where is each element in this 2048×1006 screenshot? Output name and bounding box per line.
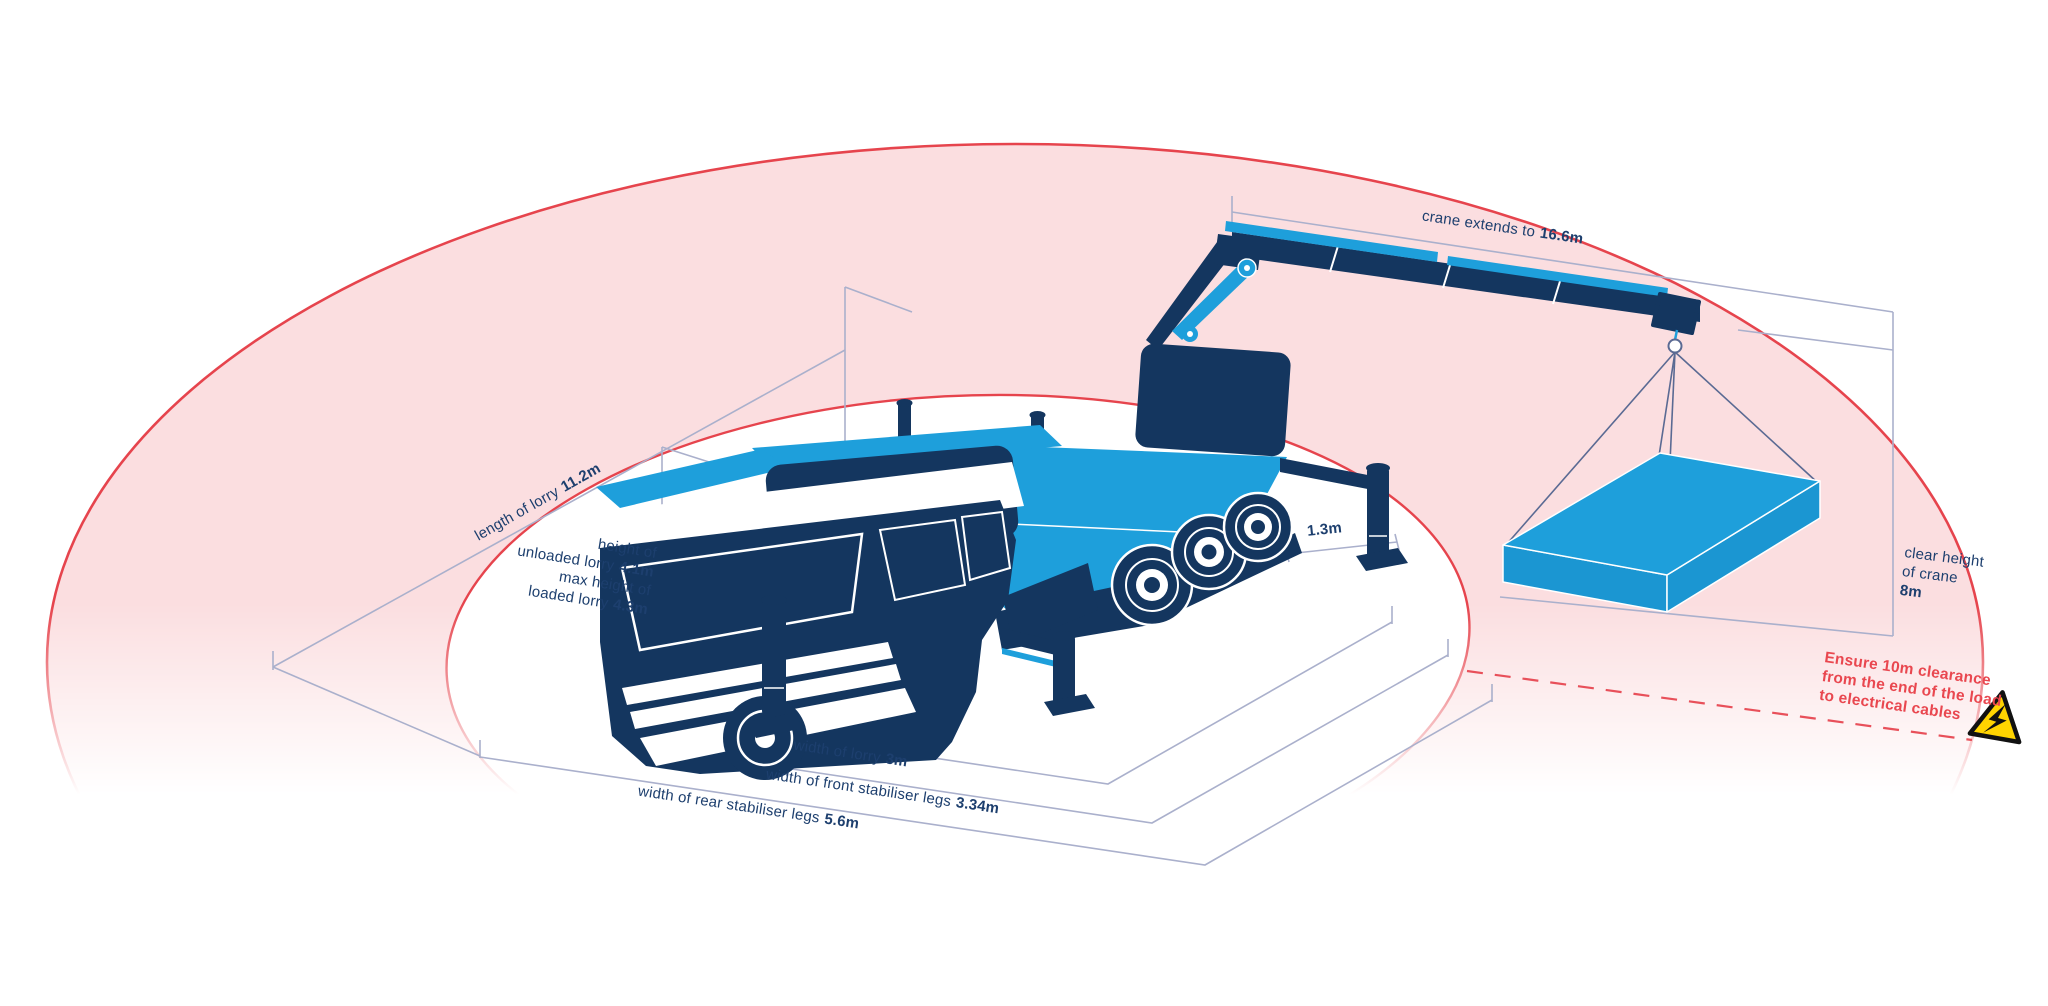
front-left-stabiliser bbox=[746, 595, 804, 738]
lorry-length-dimension bbox=[272, 349, 846, 757]
clear-height-line2: of crane bbox=[1901, 563, 1958, 587]
front-right-stabiliser bbox=[1002, 628, 1095, 716]
height-line2-value: 4.1m bbox=[618, 558, 655, 580]
grille-slat-1 bbox=[622, 642, 893, 705]
stabiliser-offset-label: 1.3m bbox=[1306, 519, 1343, 540]
rear-right-stabiliser bbox=[1280, 458, 1408, 571]
cab-roof bbox=[596, 449, 788, 508]
boom-telescopic-rail-2 bbox=[1447, 256, 1668, 297]
rear-legs-width-dimension bbox=[479, 684, 1493, 866]
chassis-toolbox bbox=[1003, 563, 1098, 645]
clear-height-value: 8m bbox=[1899, 582, 1923, 602]
wheel bbox=[1110, 543, 1194, 627]
lorry: portablespace bbox=[596, 425, 1408, 780]
lorry-width-value: 3m bbox=[884, 750, 908, 770]
height-line4-value: 4.3m bbox=[612, 596, 649, 618]
crane-boom bbox=[1214, 221, 1701, 335]
stabiliser-legs bbox=[746, 458, 1408, 738]
crane-hydraulic-cylinder bbox=[1172, 262, 1253, 340]
rear-legs-width-value: 5.6m bbox=[823, 810, 860, 832]
clearance-dashed-line bbox=[1466, 669, 1973, 742]
crane-extent-dimension bbox=[1231, 196, 1894, 637]
boom-telescopic-rail-1 bbox=[1225, 221, 1438, 262]
headboard-panel bbox=[1135, 343, 1291, 457]
suspended-load-assembly bbox=[1502, 329, 1821, 613]
clear-height-annotation-block: clear height of crane 8m bbox=[1899, 544, 1986, 602]
door-window-small bbox=[960, 510, 1012, 582]
crane-extent-value: 16.6m bbox=[1539, 225, 1585, 248]
wheel bbox=[1222, 491, 1294, 563]
front-legs-width-value: 3.34m bbox=[955, 794, 1001, 817]
windscreen bbox=[620, 532, 864, 652]
electrical-hazard-icon bbox=[1967, 690, 2022, 745]
deflector-top bbox=[752, 425, 1062, 472]
lifting-ring bbox=[1667, 338, 1683, 354]
boom-tip-block bbox=[1651, 292, 1701, 335]
boom-main-beam bbox=[1232, 232, 1700, 322]
door-window bbox=[878, 518, 967, 602]
load-box bbox=[1502, 452, 1821, 613]
rear-wheels bbox=[1110, 491, 1294, 627]
stabiliser-offset-value: 1.3m bbox=[1306, 519, 1343, 540]
crane-mast bbox=[1146, 238, 1253, 350]
